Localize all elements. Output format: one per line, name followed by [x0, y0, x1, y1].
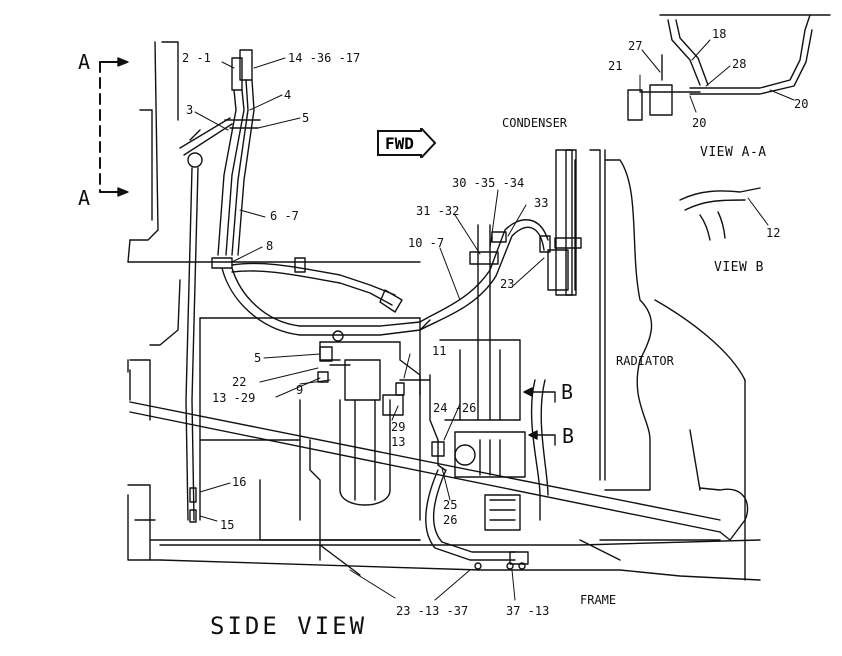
callout-31-32: 31 -32: [416, 204, 460, 218]
callout-29: 29: [391, 420, 406, 434]
radiator-label: RADIATOR: [616, 354, 674, 368]
forward-label: FWD: [385, 134, 414, 153]
view-aa-detail: [627, 14, 831, 121]
frame-rail: [129, 401, 761, 581]
callout-12: 12: [766, 226, 781, 240]
callout-4: 4: [284, 88, 292, 102]
callout-27: 27: [628, 39, 643, 53]
callout-11: 11: [432, 344, 447, 358]
callout-13-29: 13 -29: [212, 391, 256, 405]
callout-21: 21: [608, 59, 623, 73]
callout-14-36-17: 14 -36 -17: [288, 51, 361, 65]
callout-30-35-34: 30 -35 -34: [452, 176, 525, 190]
section-b-upper-label: B: [561, 380, 574, 404]
callout-18: 18: [712, 27, 727, 41]
callout-20-left: 20: [692, 116, 707, 130]
section-b-marks: [523, 387, 556, 446]
callout-3: 3: [186, 103, 194, 117]
section-a-top-label: A: [78, 50, 91, 74]
callout-23-right: 23: [500, 277, 515, 291]
callout-9: 9: [296, 383, 304, 397]
callout-10-7: 10 -7: [408, 236, 445, 250]
frame-label: FRAME: [580, 593, 617, 607]
callout-15: 15: [220, 518, 235, 532]
condenser-hose: [419, 219, 582, 421]
compressor: [431, 431, 526, 531]
forward-arrow-icon: [377, 128, 437, 158]
callout-2-1: 2 -1: [182, 51, 211, 65]
callout-20-right: 20: [794, 97, 809, 111]
upper-hose-pair: [211, 49, 261, 269]
view-b-title: VIEW B: [714, 260, 764, 275]
valve-block: [317, 341, 439, 506]
view-b-detail: [679, 187, 761, 241]
callout-25: 25: [443, 498, 458, 512]
callout-23-13-37: 23 -13 -37: [396, 604, 469, 618]
callout-5-mid: 5: [254, 351, 262, 365]
callout-8: 8: [266, 239, 274, 253]
section-b-lower-label: B: [562, 424, 575, 448]
callout-6-7: 6 -7: [270, 209, 299, 223]
main-hose-loop: [221, 257, 431, 342]
callout-13: 13: [391, 435, 406, 449]
callout-24-26: 24 -26: [433, 401, 477, 415]
callout-16: 16: [232, 475, 247, 489]
engine-outline: [199, 317, 521, 561]
callout-22: 22: [232, 375, 247, 389]
view-aa-title: VIEW A-A: [700, 145, 767, 160]
section-a-bottom-label: A: [78, 186, 91, 210]
callout-37-13: 37 -13: [506, 604, 550, 618]
callout-33: 33: [534, 196, 549, 210]
left-vertical-line: [179, 117, 233, 523]
radiator: [589, 149, 746, 581]
leader-lines: [194, 39, 795, 601]
cab-outline: [127, 41, 421, 561]
condenser-label: CONDENSER: [502, 116, 568, 130]
side-view-title: SIDE VIEW: [210, 612, 368, 640]
callout-26: 26: [443, 513, 458, 527]
callout-28: 28: [732, 57, 747, 71]
section-a-cut-line: [99, 57, 129, 197]
callout-5-top: 5: [302, 111, 310, 125]
condenser: [547, 149, 577, 296]
